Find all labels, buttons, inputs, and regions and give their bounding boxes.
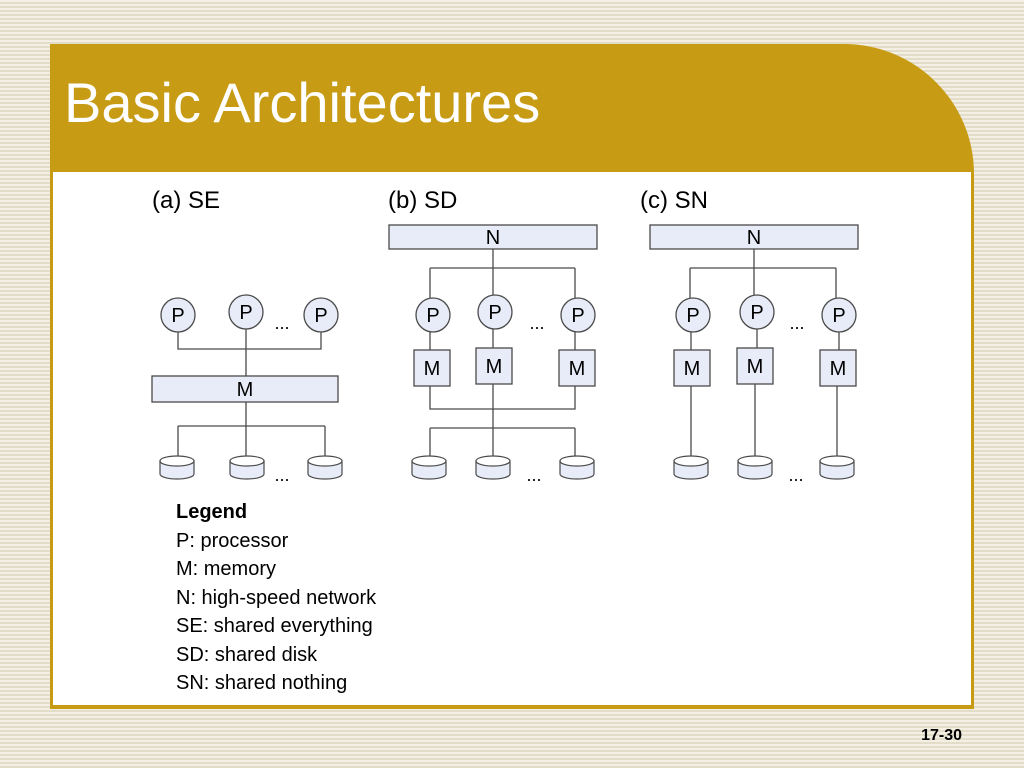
- network-label: N: [486, 227, 500, 249]
- memory-label: M: [830, 358, 847, 380]
- legend-item: M: memory: [176, 558, 276, 580]
- panel-shared-nothing: (c) SN N P P P ... M M M: [640, 187, 859, 485]
- ellipsis: ...: [789, 313, 804, 333]
- disk-icon: [819, 455, 855, 480]
- memory-label: M: [569, 358, 586, 380]
- legend-title: Legend: [176, 501, 248, 523]
- processor-memory-line: [429, 329, 576, 350]
- ellipsis: ...: [529, 313, 544, 333]
- processor-label: P: [239, 302, 252, 324]
- processor-nodes: P P P ...: [415, 294, 596, 333]
- panel-label: (b) SD: [388, 187, 457, 214]
- processor-node: [675, 297, 711, 333]
- processor-bus-line: [177, 329, 322, 376]
- disks: ...: [159, 455, 343, 485]
- processor-label: P: [488, 302, 501, 324]
- processor-node: [560, 297, 596, 333]
- disk-icon: [307, 455, 343, 480]
- disk-icon: [411, 455, 447, 480]
- memory-label: M: [684, 358, 701, 380]
- slide-title: Basic Architectures: [64, 71, 541, 134]
- memory-box: [558, 349, 596, 387]
- panel-label: (c) SN: [640, 187, 708, 214]
- network-bus-line: [689, 249, 837, 298]
- memory-box: [413, 349, 451, 387]
- memory-box: [673, 349, 711, 387]
- panel-label: (a) SE: [152, 187, 220, 214]
- processor-nodes: P P P ...: [675, 294, 857, 333]
- legend-item: SE: shared everything: [176, 615, 373, 637]
- processor-label: P: [571, 305, 584, 327]
- network-label: N: [747, 227, 761, 249]
- legend: Legend P: processor M: memory N: high-sp…: [176, 498, 376, 698]
- connectors: [689, 249, 840, 456]
- ellipsis: ...: [526, 465, 541, 485]
- processor-node: [821, 297, 857, 333]
- processor-node: [739, 294, 775, 330]
- processor-label: P: [426, 305, 439, 327]
- disk-icon: [559, 455, 595, 480]
- ellipsis: ...: [274, 465, 289, 485]
- disks: ...: [411, 455, 595, 485]
- processor-node: [415, 297, 451, 333]
- disk-icon: [673, 455, 709, 480]
- page-number: 17-30: [921, 727, 962, 744]
- panel-shared-disk: (b) SD N P P P ... M M M: [388, 187, 598, 485]
- disk-bus-line: [177, 402, 326, 456]
- memory-boxes: M M M: [413, 347, 596, 387]
- processor-label: P: [686, 305, 699, 327]
- disk-bus-line: [429, 384, 576, 456]
- disk-icon: [475, 455, 511, 480]
- processor-label: P: [314, 305, 327, 327]
- network-box: [649, 224, 859, 250]
- legend-item: N: high-speed network: [176, 586, 377, 609]
- processor-nodes: P P P ...: [160, 294, 339, 333]
- connectors: [177, 329, 326, 456]
- memory-boxes: M M M: [673, 347, 857, 387]
- processor-label: P: [171, 305, 184, 327]
- memory-label: M: [424, 358, 441, 380]
- memory-box: [736, 347, 774, 385]
- processor-node: [477, 294, 513, 330]
- disk-icon: [159, 455, 195, 480]
- processor-memory-line: [690, 329, 840, 350]
- processor-label: P: [832, 305, 845, 327]
- panel-shared-everything: (a) SE P P P ... M: [151, 187, 343, 485]
- memory-label: M: [747, 356, 764, 378]
- legend-item: SN: shared nothing: [176, 672, 348, 694]
- legend-item: P: processor: [176, 529, 289, 552]
- connectors: [429, 249, 576, 456]
- ellipsis: ...: [274, 313, 289, 333]
- memory-disk-line: [690, 384, 838, 456]
- disk-icon: [229, 455, 265, 480]
- legend-item: SD: shared disk: [176, 643, 318, 666]
- memory-box: [475, 347, 513, 385]
- ellipsis: ...: [788, 465, 803, 485]
- memory-label: M: [486, 356, 503, 378]
- memory-box: [819, 349, 857, 387]
- network-bus-line: [429, 249, 576, 298]
- disk-icon: [737, 455, 773, 480]
- memory-label: M: [237, 379, 254, 401]
- processor-label: P: [750, 302, 763, 324]
- shared-memory-box: [151, 375, 339, 403]
- content-area: [53, 172, 971, 705]
- disks: ...: [673, 455, 855, 485]
